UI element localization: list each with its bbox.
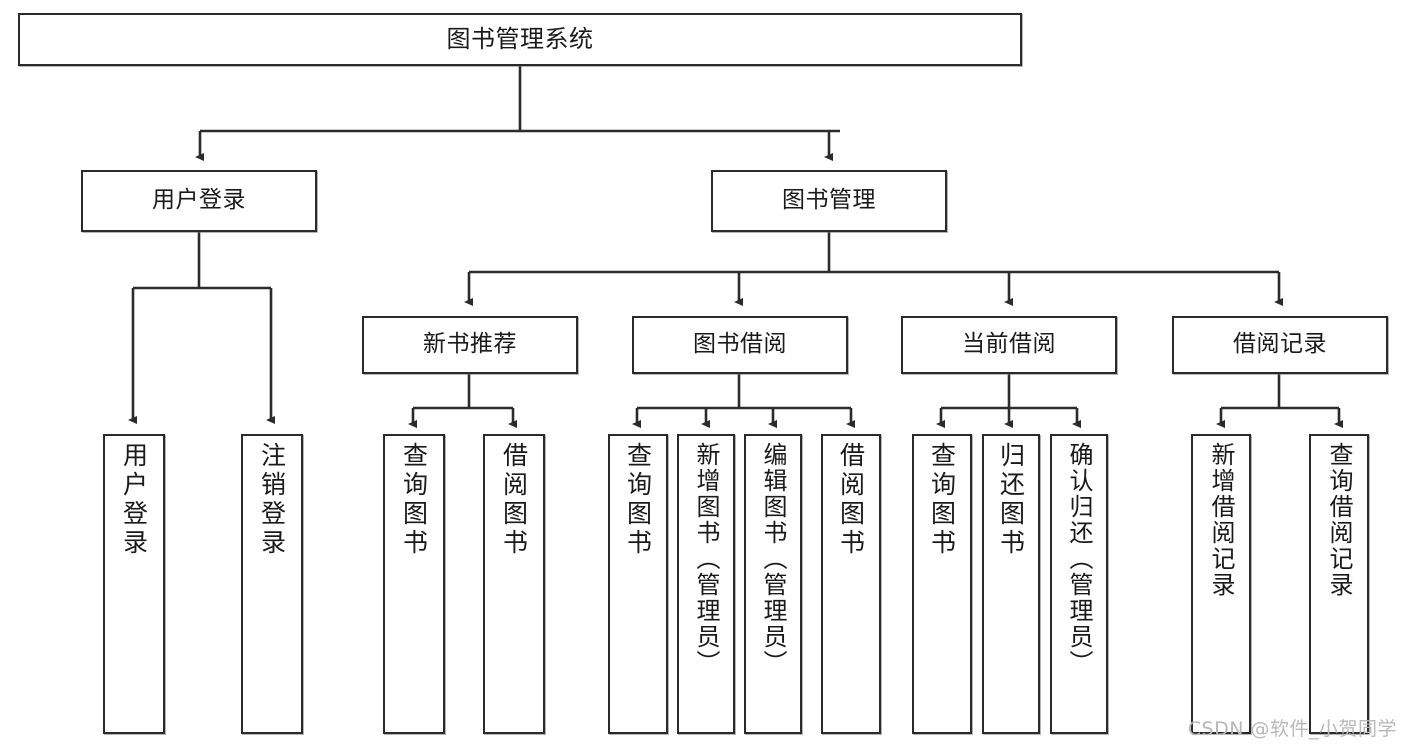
node-label: 图书借阅: [693, 331, 787, 358]
node-label: 图书管理: [782, 187, 876, 214]
node-label: 注销登录: [257, 442, 287, 558]
node-label: 用户登录: [152, 187, 246, 214]
leaf-current-return-book[interactable]: 归还图书: [982, 434, 1040, 734]
leaf-borrow-edit-book-admin[interactable]: 编辑图书（管理员）: [744, 434, 802, 734]
leaf-recommend-borrow-book[interactable]: 借阅图书: [483, 434, 545, 734]
leaf-borrow-borrow-book[interactable]: 借阅图书: [821, 434, 881, 734]
leaf-user-login-login[interactable]: 用户登录: [103, 434, 165, 734]
node-label: 借阅图书: [836, 442, 866, 558]
node-label: 查询图书: [927, 442, 957, 558]
node-label: 当前借阅: [962, 331, 1056, 358]
leaf-user-login-logout[interactable]: 注销登录: [241, 434, 303, 734]
leaf-record-add-record[interactable]: 新增借阅记录: [1191, 434, 1251, 734]
node-label: 新增图书（管理员）: [692, 442, 720, 676]
node-label: 图书管理系统: [446, 25, 594, 54]
leaf-current-query-book[interactable]: 查询图书: [912, 434, 972, 734]
node-current-borrow[interactable]: 当前借阅: [901, 316, 1117, 374]
node-new-book-recommend[interactable]: 新书推荐: [362, 316, 578, 374]
node-label: 编辑图书（管理员）: [759, 442, 787, 676]
node-label: 归还图书: [996, 442, 1026, 558]
node-user-login[interactable]: 用户登录: [81, 170, 317, 232]
node-label: 借阅记录: [1233, 331, 1327, 358]
node-label: 用户登录: [119, 442, 149, 558]
node-label: 查询借阅记录: [1325, 442, 1353, 598]
node-label: 查询图书: [623, 442, 653, 558]
node-label: 查询图书: [399, 442, 429, 558]
node-label: 借阅图书: [499, 442, 529, 558]
node-label: 新书推荐: [423, 331, 517, 358]
node-label: 确认归还（管理员）: [1065, 442, 1093, 676]
node-label: 新增借阅记录: [1207, 442, 1235, 598]
node-book-borrow[interactable]: 图书借阅: [632, 316, 848, 374]
node-book-management[interactable]: 图书管理: [711, 170, 947, 232]
leaf-current-confirm-return-admin[interactable]: 确认归还（管理员）: [1050, 434, 1108, 734]
leaf-record-query-record[interactable]: 查询借阅记录: [1309, 434, 1369, 734]
leaf-recommend-query-book[interactable]: 查询图书: [383, 434, 445, 734]
node-borrow-record[interactable]: 借阅记录: [1172, 316, 1388, 374]
leaf-borrow-query-book[interactable]: 查询图书: [608, 434, 668, 734]
leaf-borrow-add-book-admin[interactable]: 新增图书（管理员）: [677, 434, 735, 734]
node-root-system[interactable]: 图书管理系统: [18, 13, 1022, 66]
watermark-text: CSDN @软件_小贺同学: [1187, 718, 1397, 740]
